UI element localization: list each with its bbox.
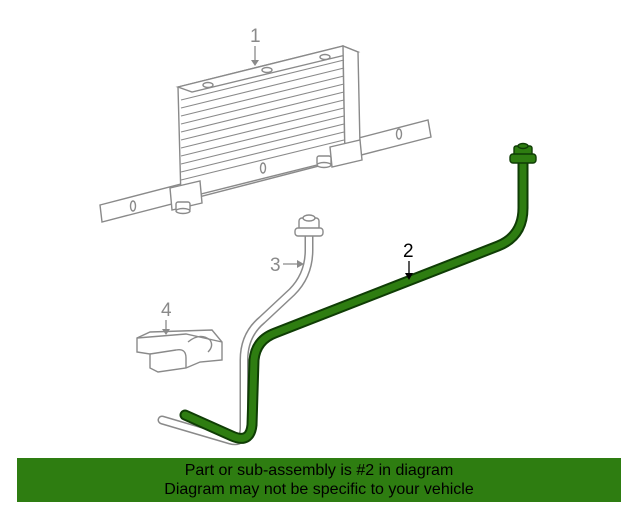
callout-1-label: 1	[250, 26, 261, 47]
cooler-line-part-2-highlighted	[179, 142, 537, 444]
part-info-banner: Part or sub-assembly is #2 in diagram Di…	[17, 458, 621, 502]
callout-4-label: 4	[161, 300, 172, 321]
callout-2-label: 2	[403, 241, 414, 262]
banner-line-2: Diagram may not be specific to your vehi…	[164, 481, 474, 498]
oil-cooler-part-1	[99, 44, 432, 223]
line-clip-part-4	[136, 329, 223, 373]
callout-4: 4	[161, 300, 172, 335]
banner-line-1: Part or sub-assembly is #2 in diagram	[184, 462, 454, 479]
callout-3-label: 3	[270, 255, 281, 276]
callout-2: 2	[403, 241, 414, 280]
callout-3: 3	[270, 255, 304, 276]
callout-1: 1	[250, 26, 261, 66]
